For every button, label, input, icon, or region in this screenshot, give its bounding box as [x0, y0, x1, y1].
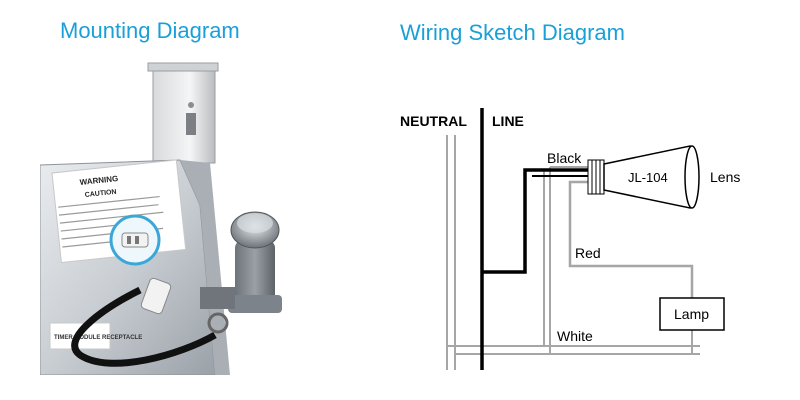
sensor-jl104: JL-104	[587, 145, 700, 209]
white-label: White	[557, 328, 593, 344]
black-cable	[71, 286, 217, 367]
mounting-photo: WARNING CAUTION TIMER MODULE RECEPTACLE	[40, 62, 282, 375]
black-wire	[482, 168, 590, 274]
black-label: Black	[547, 150, 582, 166]
red-wire	[568, 180, 694, 298]
white-wire	[447, 166, 700, 355]
wiring-diagram-title: Wiring Sketch Diagram	[400, 20, 625, 45]
connector-zoom-bubble	[109, 214, 161, 266]
lamp-box: Lamp	[659, 297, 725, 331]
neutral-label: NEUTRAL	[400, 113, 467, 129]
neutral-wire	[446, 135, 456, 370]
wiring-sketch: NEUTRAL LINE White Red Black J	[400, 108, 740, 370]
lens-label: Lens	[710, 169, 740, 185]
mounting-diagram-title: Mounting Diagram	[60, 18, 240, 43]
red-label: Red	[575, 245, 601, 261]
warning-label: WARNING	[79, 174, 118, 187]
lamp-label: Lamp	[674, 306, 709, 322]
transformer-box	[147, 62, 219, 164]
timer-module-label: TIMER MODULE RECEPTACLE	[54, 335, 142, 341]
caution-label: CAUTION	[84, 189, 116, 199]
photocell-sensor	[200, 211, 282, 334]
cable-connector	[140, 277, 172, 315]
sensor-label: JL-104	[628, 170, 668, 185]
line-label: LINE	[492, 113, 524, 129]
